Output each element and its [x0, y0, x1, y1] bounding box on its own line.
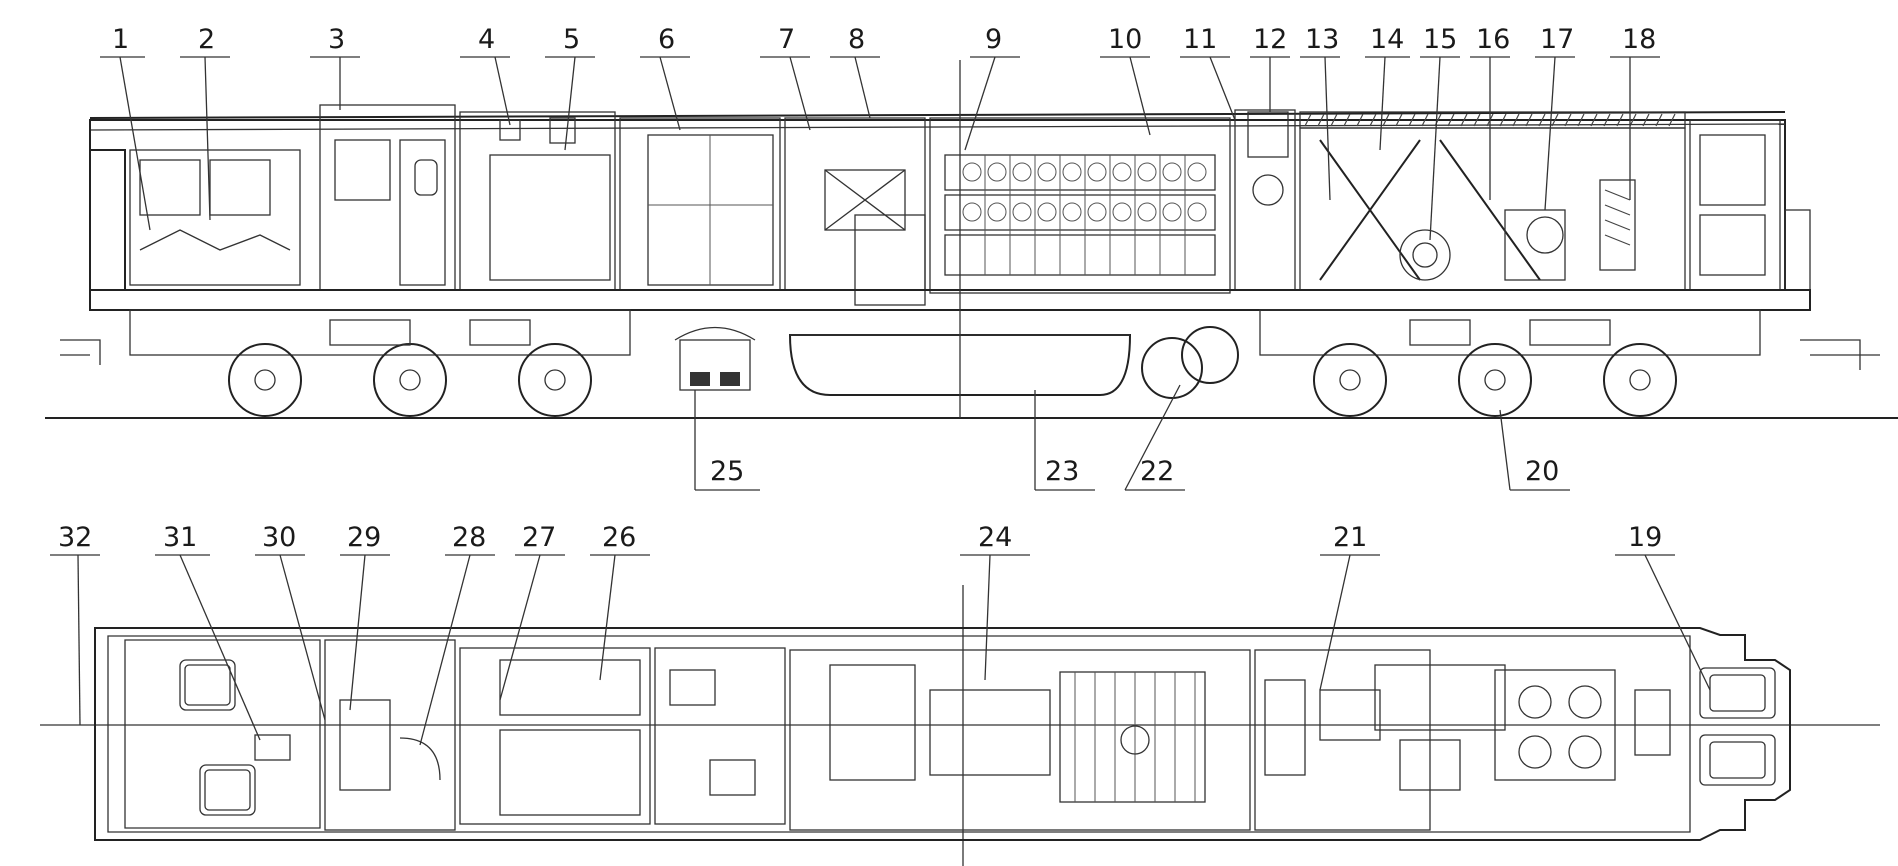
callout-10: 10	[1108, 24, 1142, 55]
callout-12: 12	[1253, 24, 1287, 55]
callout-28: 28	[452, 522, 486, 553]
callout-11: 11	[1183, 24, 1217, 55]
callout-7: 7	[778, 24, 795, 55]
callout-labels: 1 2 3 4 5 6 7 8 9 10 11 12 13 14 15 16 1…	[58, 24, 1662, 553]
callout-21: 21	[1333, 522, 1367, 553]
callout-2: 2	[198, 24, 215, 55]
callout-29: 29	[347, 522, 381, 553]
callout-20: 20	[1525, 456, 1559, 487]
callout-16: 16	[1476, 24, 1510, 55]
callout-27: 27	[522, 522, 556, 553]
callout-22: 22	[1140, 456, 1174, 487]
callout-30: 30	[262, 522, 296, 553]
engine-block	[944, 154, 1216, 276]
callout-25: 25	[710, 456, 744, 487]
callout-3: 3	[328, 24, 345, 55]
callout-26: 26	[602, 522, 636, 553]
right-bogie	[1259, 309, 1880, 417]
side-elevation-view	[45, 60, 1898, 419]
callout-23: 23	[1045, 456, 1079, 487]
callout-6: 6	[658, 24, 675, 55]
callout-32: 32	[58, 522, 92, 553]
callout-31: 31	[163, 522, 197, 553]
leader-lines	[50, 56, 1711, 746]
callout-18: 18	[1622, 24, 1656, 55]
plan-view	[40, 585, 1880, 866]
callout-9: 9	[985, 24, 1002, 55]
callout-5: 5	[563, 24, 580, 55]
callout-14: 14	[1370, 24, 1404, 55]
callout-8: 8	[848, 24, 865, 55]
callout-4: 4	[478, 24, 495, 55]
left-bogie	[60, 309, 631, 417]
callout-19: 19	[1628, 522, 1662, 553]
body-outline	[89, 119, 1786, 291]
callout-17: 17	[1540, 24, 1574, 55]
callout-24: 24	[978, 522, 1012, 553]
callout-13: 13	[1305, 24, 1339, 55]
callout-1: 1	[112, 24, 129, 55]
callout-15: 15	[1423, 24, 1457, 55]
